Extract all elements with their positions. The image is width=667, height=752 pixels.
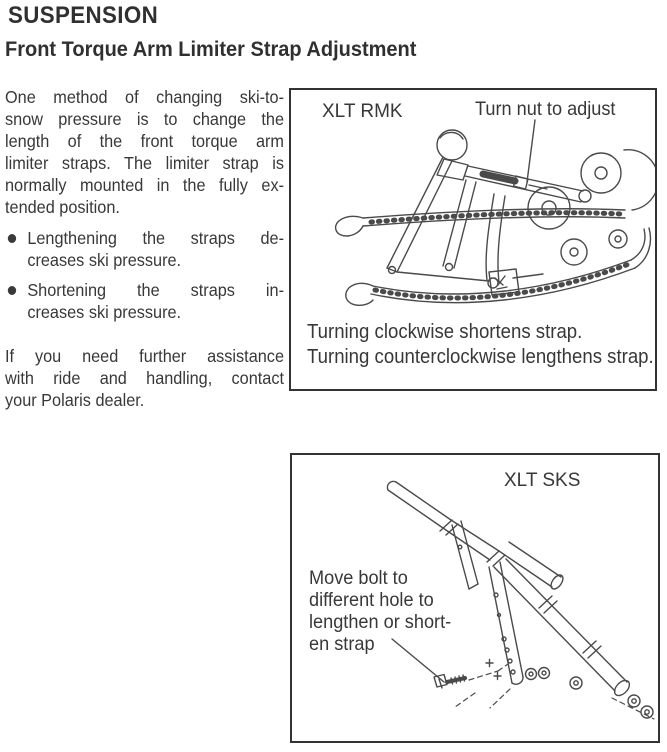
body-text-column: One method of changing ski-to- snow pres…	[5, 86, 284, 411]
figure-xlt-rmk: XLT RMK Turn nut to adjust Turning clock…	[289, 88, 657, 391]
callout-line: different hole to	[309, 589, 434, 611]
text-line: limiter straps. The limiter strap is	[5, 153, 284, 173]
figure-model-label: XLT RMK	[322, 101, 403, 122]
closing-paragraph: If you need further assistance with ride…	[5, 345, 284, 411]
leader-line	[391, 638, 445, 683]
list-item: Lengthening the straps de- creases ski p…	[5, 227, 284, 271]
adjustment-bolt	[433, 673, 467, 689]
caption-line: Turning clockwise shortens strap.	[307, 321, 583, 343]
text-line: snow pressure is to change the	[5, 109, 284, 129]
text-line: One method of changing ski-to-	[5, 87, 284, 107]
text-line: Shortening the straps in-	[27, 280, 284, 300]
adjuster-nut	[479, 170, 548, 190]
intro-paragraph: One method of changing ski-to- snow pres…	[5, 86, 284, 218]
section-title: Front Torque Arm Limiter Strap Adjustmen…	[5, 37, 417, 61]
text-line: tended position.	[5, 197, 120, 217]
text-line: creases ski pressure.	[27, 250, 182, 270]
text-line: If you need further assistance	[5, 346, 284, 366]
washers	[524, 666, 551, 681]
list-item: Shortening the straps in- creases ski pr…	[5, 279, 284, 323]
caption-line: Turning counterclockwise lengthens strap…	[307, 346, 654, 368]
bullet-icon	[7, 286, 17, 295]
figure-callout: Move bolt to different hole to lengthen …	[309, 567, 462, 655]
idler-wheels	[527, 149, 655, 266]
callout-line: Move bolt to	[309, 567, 408, 589]
text-line: with ride and handling, contact	[5, 368, 284, 388]
lower-arm	[493, 558, 655, 720]
callout-line: en strap	[309, 633, 375, 655]
callout-line: lengthen or short-	[309, 611, 452, 633]
figure-callout: Turn nut to adjust	[475, 98, 616, 120]
leader-line	[526, 119, 536, 183]
rear-bracket	[451, 520, 479, 590]
figure-model-label: XLT SKS	[504, 470, 581, 491]
text-line: your Polaris dealer.	[5, 390, 145, 410]
text-line: normally mounted in the fully ex-	[5, 175, 284, 195]
spring-coil	[436, 129, 469, 181]
alignment-marks	[485, 658, 502, 681]
lower-rail	[345, 227, 652, 306]
text-line: creases ski pressure.	[27, 302, 182, 322]
rmk-suspension-drawing	[334, 119, 655, 306]
torque-arm-tubes	[386, 480, 564, 590]
text-line: Lengthening the straps de-	[27, 228, 284, 248]
front-strut	[485, 193, 506, 289]
bullet-list: Lengthening the straps de- creases ski p…	[5, 227, 284, 323]
upper-rail	[334, 208, 626, 237]
page-title: SUSPENSION	[8, 2, 159, 29]
text-line: length of the front torque arm	[5, 131, 284, 151]
figure-xlt-sks: XLT SKS Move bolt to different hole to l…	[290, 453, 660, 743]
sks-torque-arm-drawing	[386, 480, 655, 720]
assembly-guides	[454, 663, 511, 709]
bullet-icon	[7, 234, 17, 243]
frame-details	[396, 268, 544, 296]
figure-caption: Turning clockwise shortens strap. Turnin…	[307, 320, 667, 370]
